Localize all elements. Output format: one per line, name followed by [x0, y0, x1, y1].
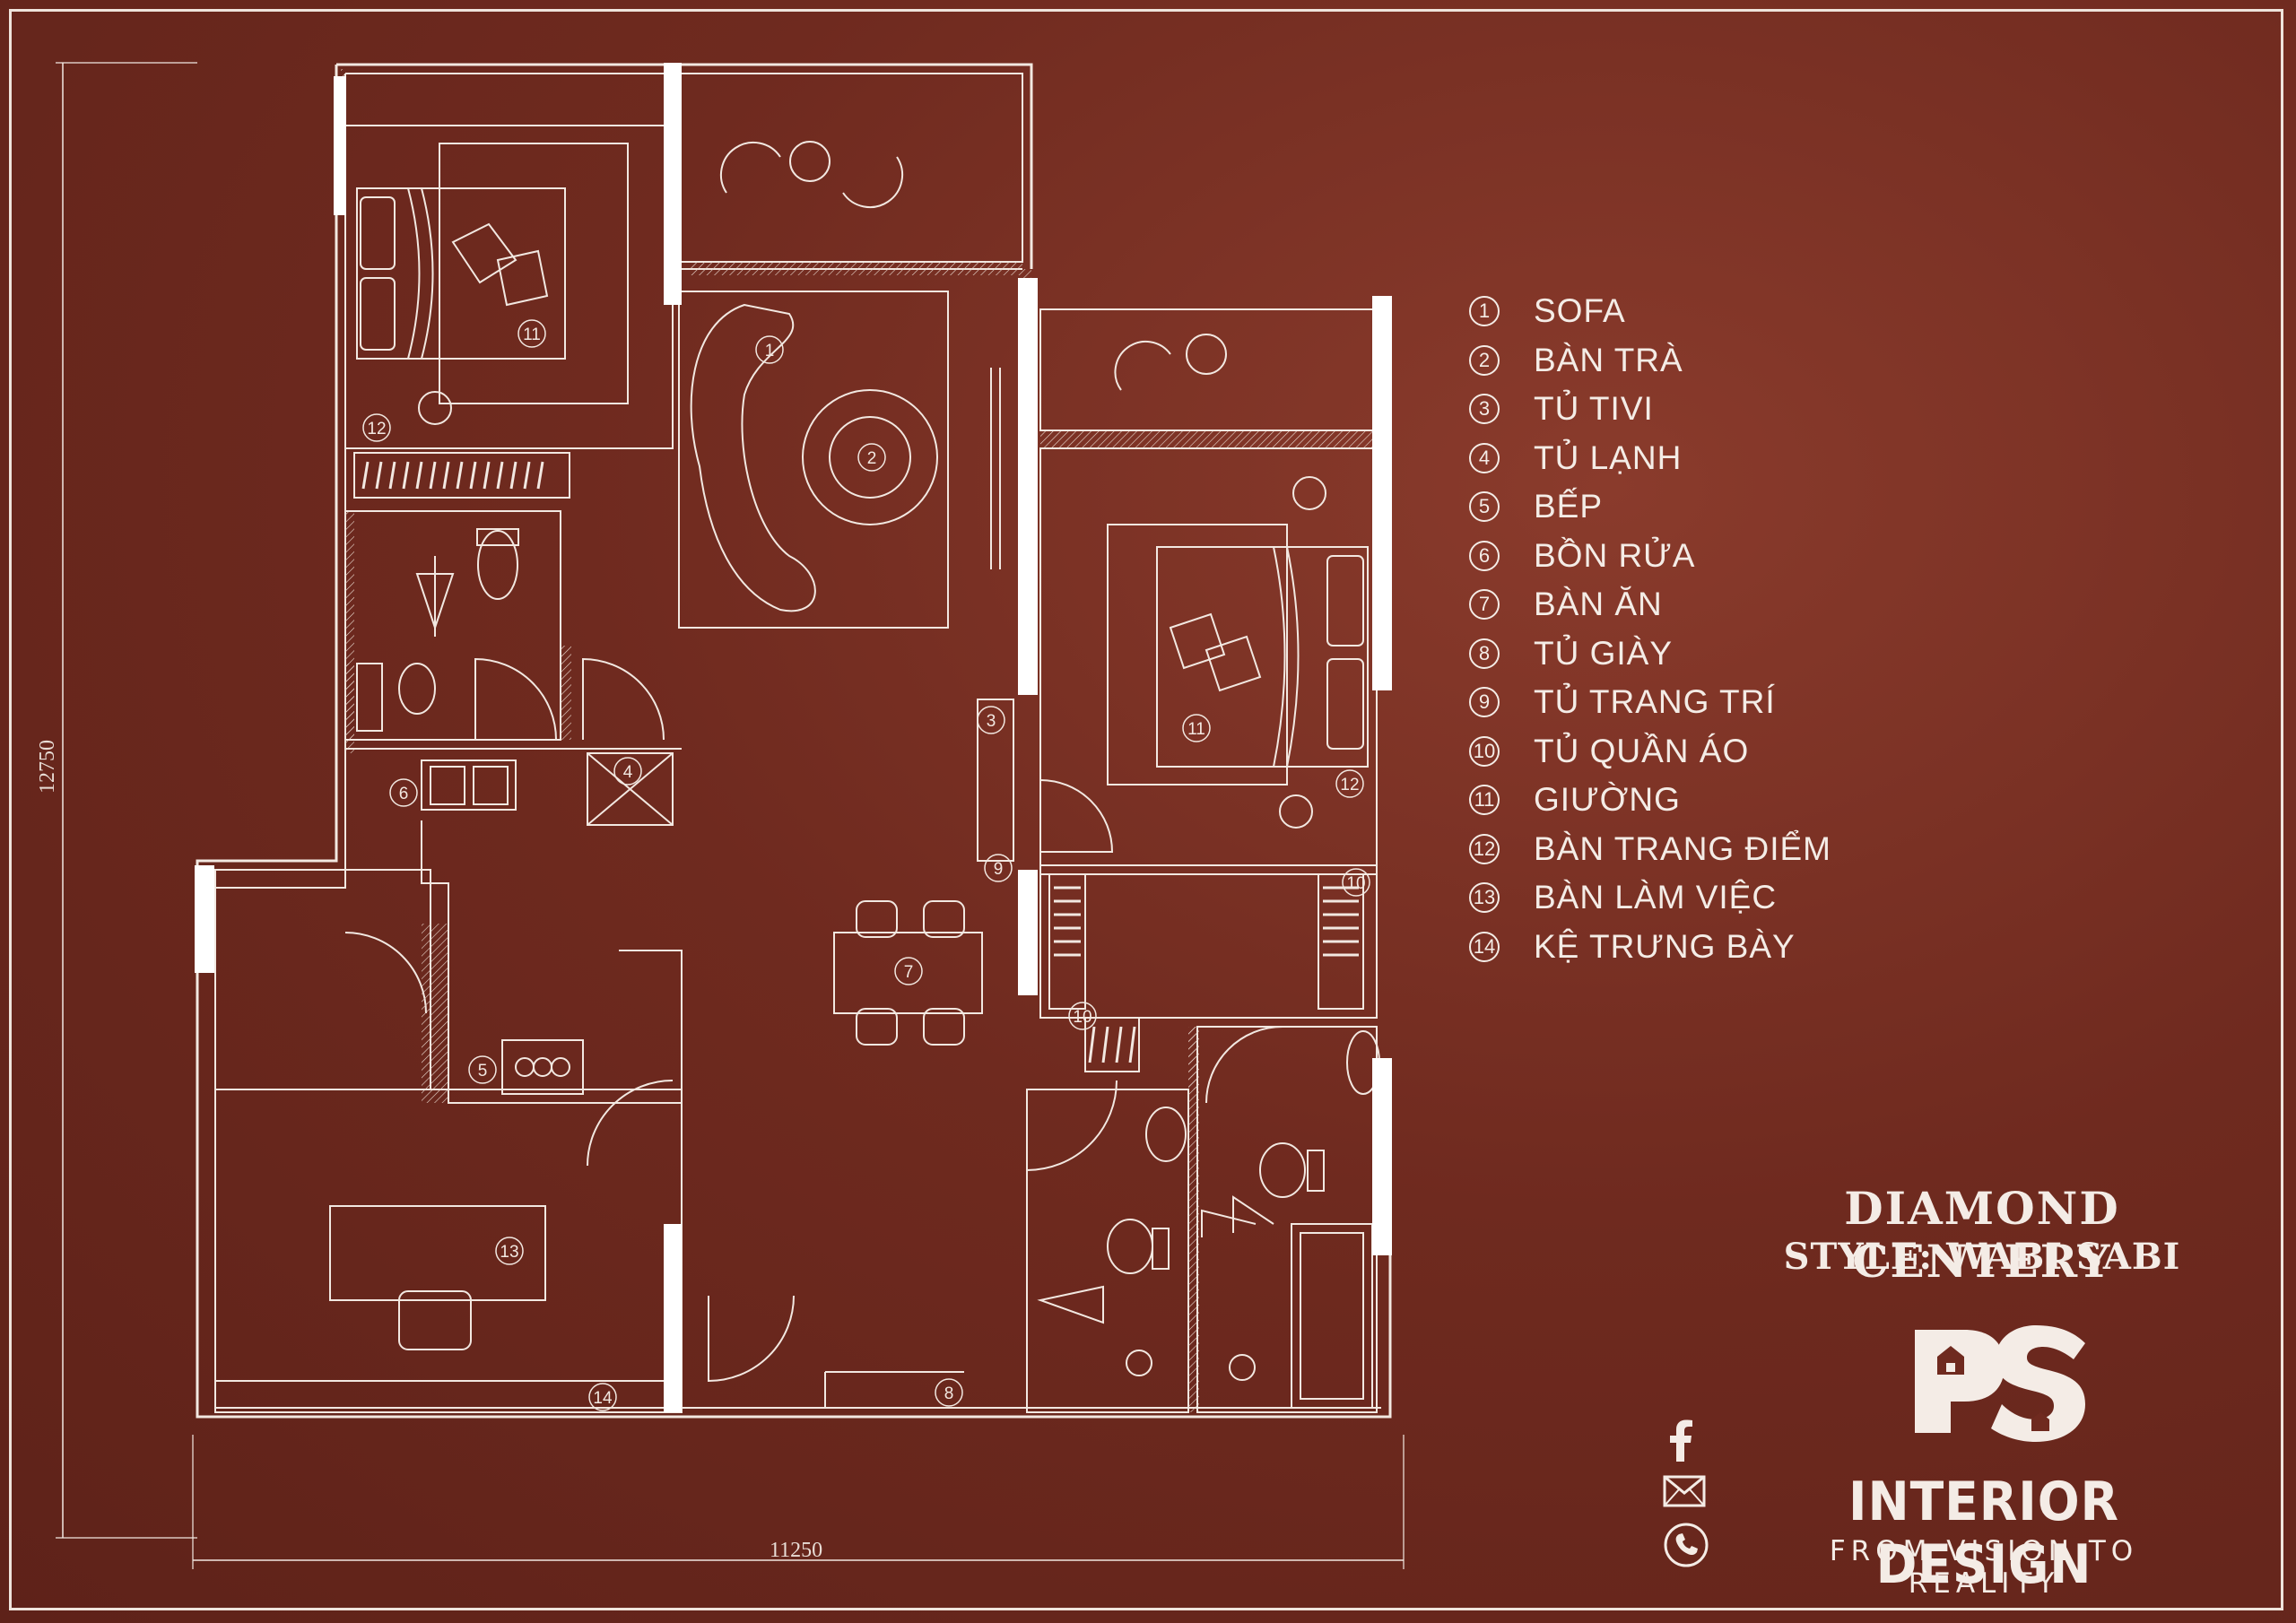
legend-item: 7 BÀN ĂN — [1469, 580, 1831, 629]
legend-label: SOFA — [1534, 292, 1626, 330]
ps-logo — [1915, 1325, 2085, 1442]
legend-label: BÀN TRANG ĐIỂM — [1534, 829, 1831, 867]
legend-number: 10 — [1469, 735, 1500, 767]
svg-text:10: 10 — [1346, 874, 1365, 893]
legend-number: 9 — [1469, 687, 1500, 718]
legend-item: 11 GIƯỜNG — [1469, 776, 1831, 825]
outer-frame — [9, 9, 2283, 1610]
brand-name: INTERIOR DESIGN — [1848, 1471, 2119, 1596]
legend-item: 3 TỦ TIVI — [1469, 385, 1831, 434]
svg-text:10: 10 — [1073, 1008, 1091, 1027]
svg-text:13: 13 — [500, 1243, 518, 1262]
legend-label: BỒN RỬA — [1534, 536, 1696, 574]
legend-label: TỦ GIÀY — [1534, 634, 1674, 672]
svg-text:12: 12 — [1340, 776, 1359, 794]
legend-label: BÀN LÀM VIỆC — [1534, 879, 1778, 916]
legend-number: 3 — [1469, 394, 1500, 425]
legend-number: 13 — [1469, 882, 1500, 914]
svg-text:8: 8 — [944, 1384, 954, 1403]
legend-label: BÀN TRÀ — [1534, 341, 1683, 378]
legend-number: 2 — [1469, 344, 1500, 376]
svg-text:12: 12 — [367, 420, 386, 438]
project-title: DIAMOND CENTERY — [1844, 1182, 2120, 1288]
legend-item: 12 BÀN TRANG ĐIỂM — [1469, 825, 1831, 874]
legend-number: 11 — [1469, 785, 1500, 816]
svg-text:14: 14 — [593, 1389, 613, 1408]
svg-text:1: 1 — [765, 342, 775, 360]
legend-label: BẾP — [1534, 488, 1604, 525]
legend-label: TỦ TRANG TRÍ — [1534, 683, 1776, 721]
svg-text:6: 6 — [399, 785, 409, 803]
legend-item: 9 TỦ TRANG TRÍ — [1469, 678, 1831, 727]
legend-number: 8 — [1469, 638, 1500, 669]
facebook-icon[interactable] — [1663, 1419, 1699, 1466]
legend-label: GIƯỜNG — [1534, 781, 1681, 819]
legend-number: 4 — [1469, 442, 1500, 473]
legend-number: 6 — [1469, 540, 1500, 571]
svg-text:5: 5 — [478, 1062, 488, 1081]
legend-label: TỦ TIVI — [1534, 390, 1654, 428]
legend-item: 10 TỦ QUẦN ÁO — [1469, 727, 1831, 777]
legend-item: 5 BẾP — [1469, 482, 1831, 532]
legend-item: 6 BỒN RỬA — [1469, 532, 1831, 581]
svg-text:9: 9 — [994, 860, 1004, 879]
legend-label: TỦ LẠNH — [1534, 438, 1683, 476]
legend-item: 8 TỦ GIÀY — [1469, 629, 1831, 679]
legend-number: 5 — [1469, 491, 1500, 523]
legend-number: 12 — [1469, 833, 1500, 864]
legend-number: 7 — [1469, 589, 1500, 621]
legend-label: BÀN ĂN — [1534, 586, 1663, 623]
svg-text:11: 11 — [523, 325, 541, 344]
svg-text:7: 7 — [904, 963, 914, 982]
legend-item: 14 KỆ TRƯNG BÀY — [1469, 923, 1831, 972]
legend-item: 4 TỦ LẠNH — [1469, 434, 1831, 483]
mail-icon[interactable] — [1663, 1475, 1706, 1512]
legend-label: TỦ QUẦN ÁO — [1534, 732, 1750, 769]
legend-item: 1 SOFA — [1469, 287, 1831, 336]
svg-text:2: 2 — [867, 449, 877, 468]
legend-label: KỆ TRƯNG BÀY — [1534, 927, 1796, 965]
brand-tagline: FROM VISION TO REALITY — [1829, 1535, 2139, 1600]
svg-text:11: 11 — [1187, 720, 1205, 739]
phone-icon[interactable] — [1663, 1522, 1709, 1573]
legend-number: 14 — [1469, 931, 1500, 962]
svg-text:4: 4 — [623, 763, 633, 782]
legend-number: 1 — [1469, 296, 1500, 327]
legend-item: 13 BÀN LÀM VIỆC — [1469, 873, 1831, 923]
project-style: STYLE: WABI SABI — [1783, 1236, 2181, 1278]
dimension-width: 11250 — [770, 1539, 823, 1562]
legend-item: 2 BÀN TRÀ — [1469, 336, 1831, 386]
svg-text:3: 3 — [987, 712, 996, 731]
